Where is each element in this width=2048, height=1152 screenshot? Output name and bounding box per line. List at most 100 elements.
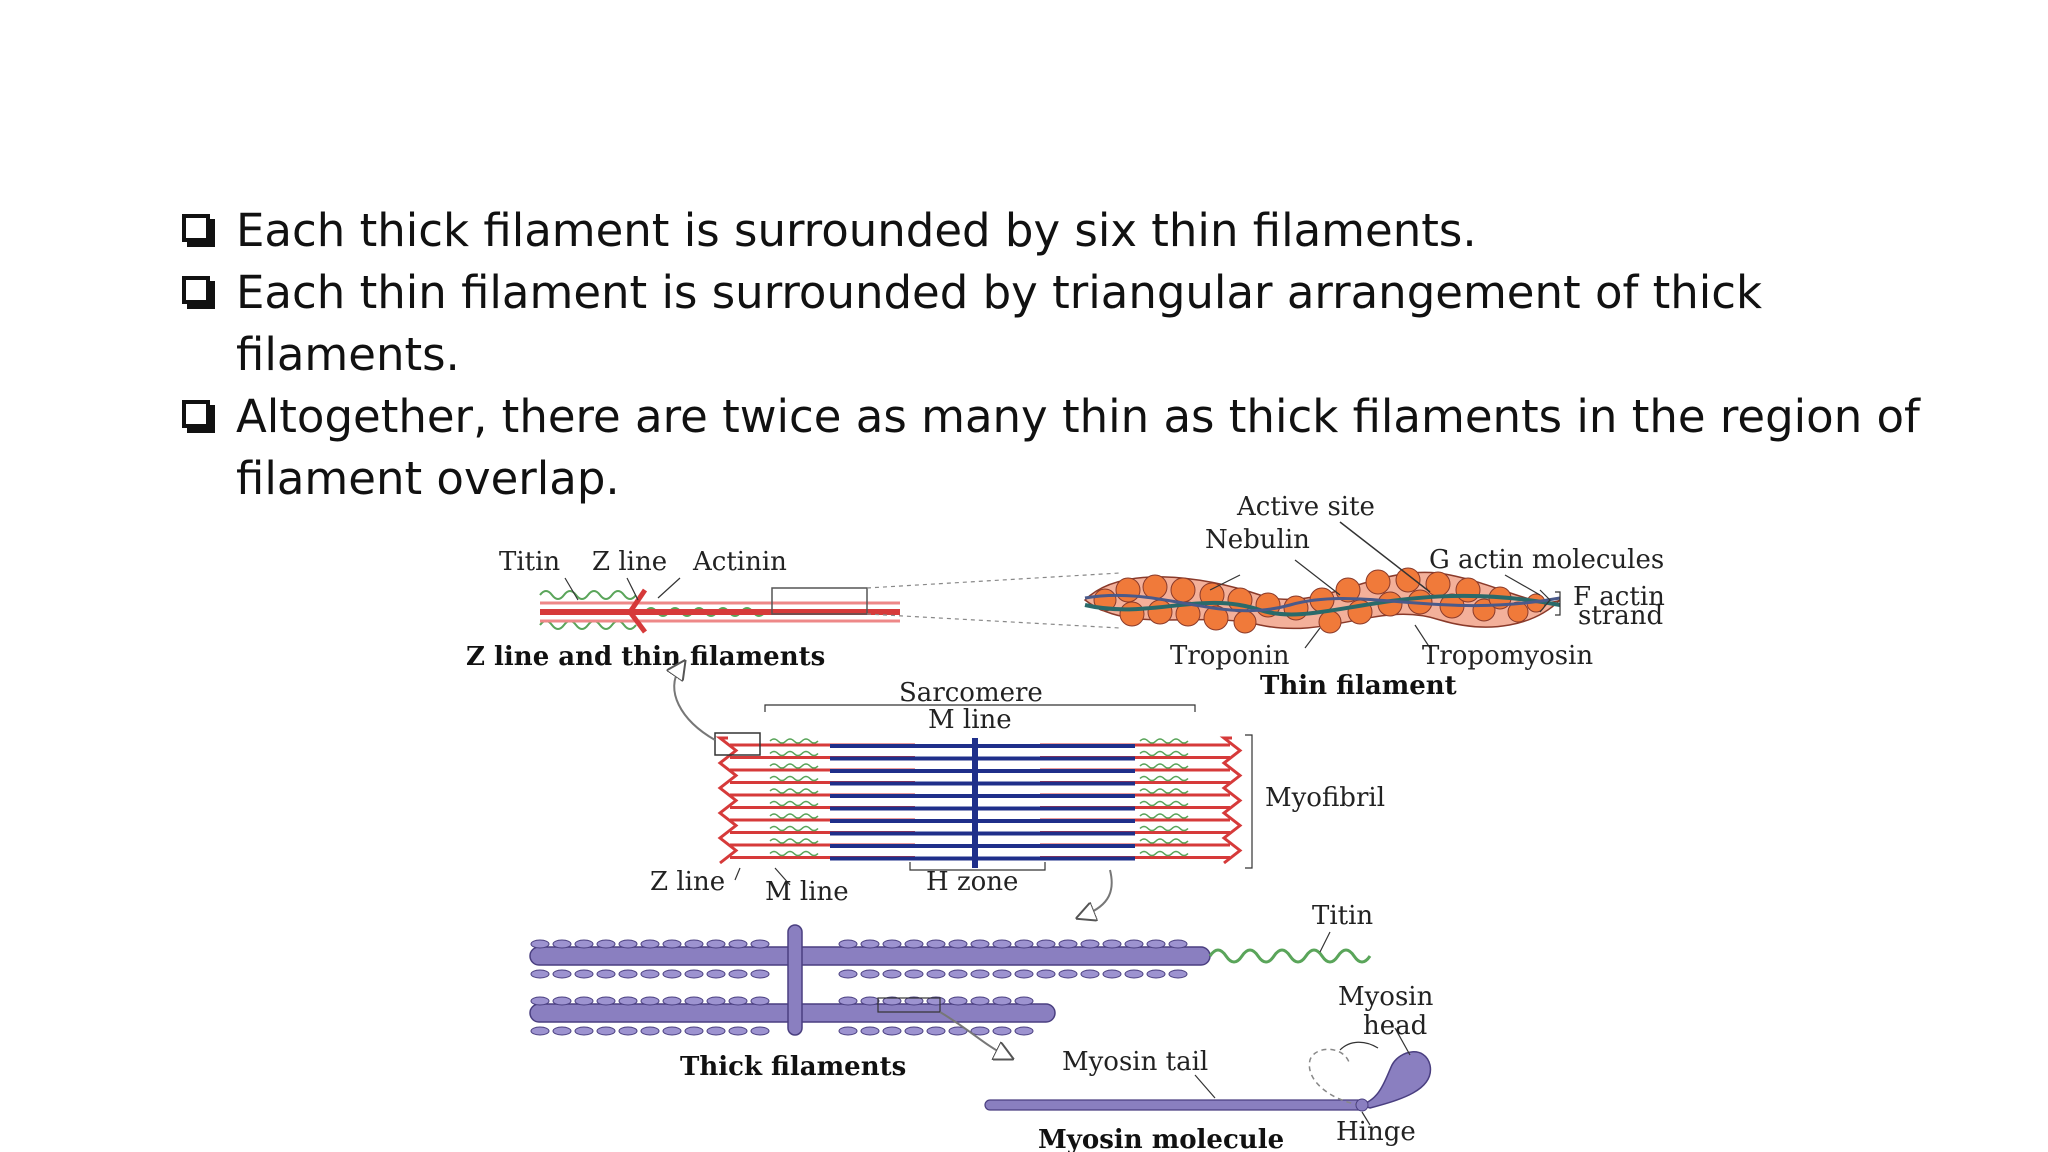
active-site-label: Active site xyxy=(1236,492,1375,522)
myosin-head xyxy=(684,969,704,979)
myosin-head xyxy=(706,939,726,949)
z-line-top-label: Z line xyxy=(592,547,667,577)
titin-coil xyxy=(769,800,819,807)
titin-coil xyxy=(1139,750,1189,757)
myosin-head xyxy=(992,939,1012,949)
myosin-head xyxy=(662,996,682,1006)
myosin-head xyxy=(926,939,946,949)
myosin-head xyxy=(706,969,726,979)
myosin-head xyxy=(640,1026,660,1036)
myosin-head xyxy=(618,996,638,1006)
titin-coil xyxy=(1139,775,1189,782)
myosin-head xyxy=(662,1026,682,1036)
myosin-head xyxy=(596,996,616,1006)
bullet-item: Each thick filament is surrounded by six… xyxy=(180,200,1980,262)
myosin-head xyxy=(552,1026,572,1036)
thin-filament-figure xyxy=(1083,521,1561,649)
titin-coil xyxy=(769,850,819,857)
titin-coil xyxy=(1139,838,1189,844)
myosin-head xyxy=(750,969,770,979)
myosin-head xyxy=(882,969,902,979)
m-line-top-label: M line xyxy=(928,705,1012,735)
myosin-head xyxy=(992,996,1012,1006)
checkbox-bullet-icon xyxy=(182,214,210,242)
myosin-head xyxy=(596,1026,616,1036)
myosin-head xyxy=(904,1026,924,1036)
bullet-item: Each thin filament is surrounded by tria… xyxy=(180,262,1980,386)
myosin-tail-label: Myosin tail xyxy=(1062,1047,1208,1077)
myosin-head xyxy=(838,1026,858,1036)
titin-top-label: Titin xyxy=(499,547,560,577)
myosin-head xyxy=(860,996,880,1006)
myosin-head xyxy=(926,969,946,979)
z-line-zigzag xyxy=(1219,736,1243,865)
z-line-thin-filaments-figure xyxy=(539,572,1121,634)
myosin-head xyxy=(948,996,968,1006)
myosin-head xyxy=(684,996,704,1006)
myosin-head xyxy=(948,969,968,979)
titin-coil xyxy=(1139,825,1189,832)
myofibril-label: Myofibril xyxy=(1265,783,1385,813)
f-actin-label: F actin xyxy=(1573,582,1665,612)
myosin-head xyxy=(992,969,1012,979)
checkbox-bullet-icon xyxy=(182,276,210,304)
myosin-head xyxy=(574,939,594,949)
myosin-head xyxy=(860,939,880,949)
hinge-label: Hinge xyxy=(1336,1117,1416,1147)
myosin-head xyxy=(530,1026,550,1036)
h-zone-label: H zone xyxy=(926,867,1018,897)
myosin-head xyxy=(838,996,858,1006)
myosin-head xyxy=(574,1026,594,1036)
myosin-head-label: Myosin xyxy=(1338,982,1434,1012)
myosin-head xyxy=(750,996,770,1006)
myofibril-figure xyxy=(674,668,1253,915)
myosin-head xyxy=(596,969,616,979)
myosin-head xyxy=(728,969,748,979)
myosin-head xyxy=(618,1026,638,1036)
titin-coil xyxy=(769,825,819,832)
myosin-head xyxy=(750,939,770,949)
myosin-head xyxy=(706,1026,726,1036)
myosin-head xyxy=(1058,969,1078,979)
myosin-head xyxy=(1014,939,1034,949)
myosin-head xyxy=(948,939,968,949)
titin-coil xyxy=(769,775,819,782)
myosin-head xyxy=(882,1026,902,1036)
myosin-head xyxy=(596,939,616,949)
myosin-head xyxy=(640,996,660,1006)
titin-coil xyxy=(769,838,819,844)
myosin-molecule-figure xyxy=(984,1027,1432,1126)
myosin-head xyxy=(1014,1026,1034,1036)
myosin-head xyxy=(904,969,924,979)
myosin-head xyxy=(904,939,924,949)
myosin-head xyxy=(1102,939,1122,949)
myosin-head xyxy=(618,939,638,949)
myosin-head xyxy=(838,969,858,979)
myosin-head xyxy=(1080,969,1100,979)
bullet-item: Altogether, there are twice as many thin… xyxy=(180,386,1980,510)
myosin-molecule-caption: Myosin molecule xyxy=(1038,1125,1284,1152)
titin-coil xyxy=(1139,763,1189,769)
myosin-head xyxy=(684,939,704,949)
myosin-head xyxy=(662,969,682,979)
myosin-head xyxy=(860,1026,880,1036)
myosin-head xyxy=(1146,969,1166,979)
myosin-head xyxy=(684,1026,704,1036)
bullet-text: Each thick filament is surrounded by six… xyxy=(236,204,1477,257)
myosin-head xyxy=(530,996,550,1006)
myosin-head xyxy=(1014,969,1034,979)
titin-coil xyxy=(1139,850,1189,857)
myosin-head xyxy=(860,969,880,979)
titin-bottom-label: Titin xyxy=(1312,901,1373,931)
titin-coil xyxy=(769,750,819,757)
titin-coil xyxy=(1139,738,1189,744)
myosin-head xyxy=(728,996,748,1006)
myosin-head xyxy=(1036,969,1056,979)
thin-filament-caption: Thin filament xyxy=(1260,671,1457,701)
myosin-head xyxy=(706,996,726,1006)
titin-coil xyxy=(1139,788,1189,794)
titin-coil xyxy=(769,788,819,794)
myosin-head xyxy=(1102,969,1122,979)
myosin-head xyxy=(882,996,902,1006)
